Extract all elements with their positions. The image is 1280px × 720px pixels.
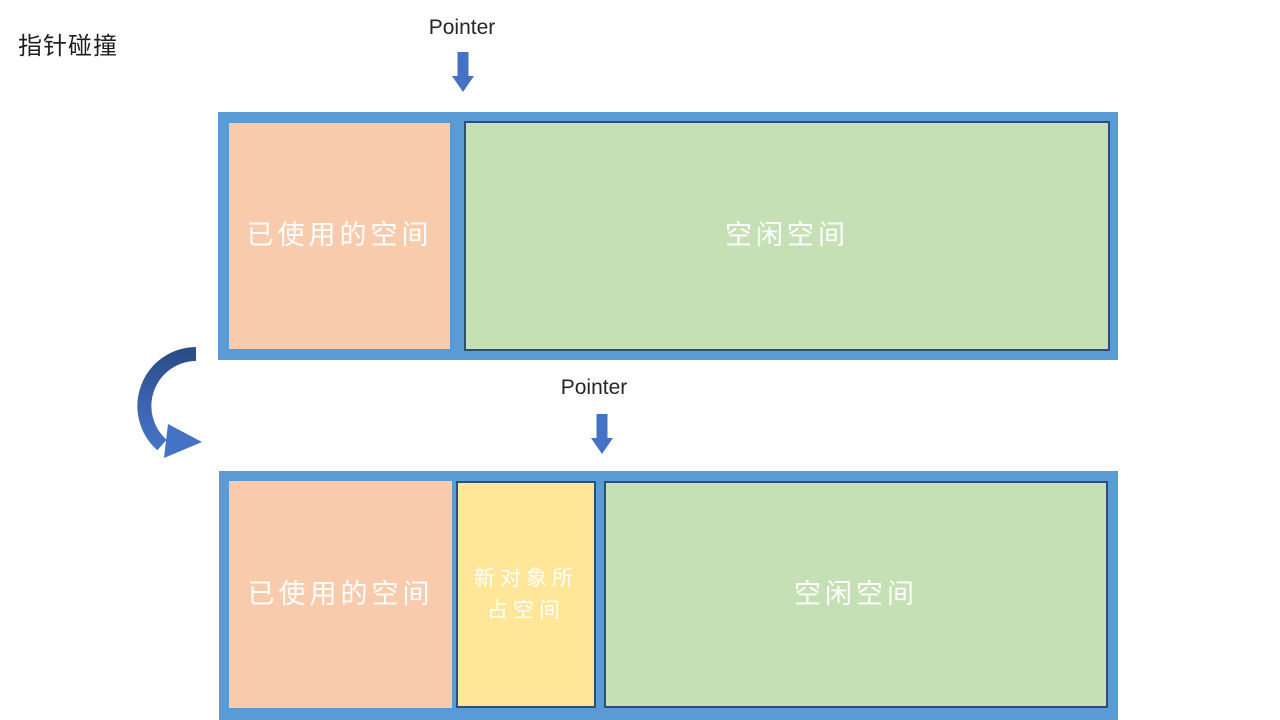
heap-after-container: 已使用的空间 新对象所 占空间 空闲空间: [219, 471, 1118, 720]
down-arrow-icon: [591, 414, 613, 454]
down-arrow-shape: [591, 414, 613, 454]
down-arrow-icon: [452, 52, 474, 92]
diagram-title: 指针碰撞: [18, 33, 118, 60]
free-space-block: 空闲空间: [604, 481, 1108, 708]
curved-arrow-head: [164, 424, 202, 458]
used-space-block: 已使用的空间: [229, 123, 450, 349]
heap-before-container: 已使用的空间 空闲空间: [218, 112, 1118, 360]
used-space-label: 已使用的空间: [247, 578, 434, 609]
free-space-label: 空闲空间: [725, 220, 849, 251]
used-space-label: 已使用的空间: [246, 220, 433, 251]
new-object-space-block: 新对象所 占空间: [456, 481, 596, 708]
pointer-label-bottom: Pointer: [560, 376, 628, 399]
new-object-space-label: 新对象所 占空间: [474, 567, 578, 622]
free-space-block: 空闲空间: [464, 121, 1110, 351]
pointer-label-top: Pointer: [428, 16, 496, 39]
curved-down-right-arrow-icon: [137, 347, 202, 458]
down-arrow-shape: [452, 52, 474, 92]
free-space-label: 空闲空间: [794, 578, 918, 609]
used-space-block: 已使用的空间: [229, 481, 452, 708]
curved-arrow-arc: [137, 347, 197, 451]
